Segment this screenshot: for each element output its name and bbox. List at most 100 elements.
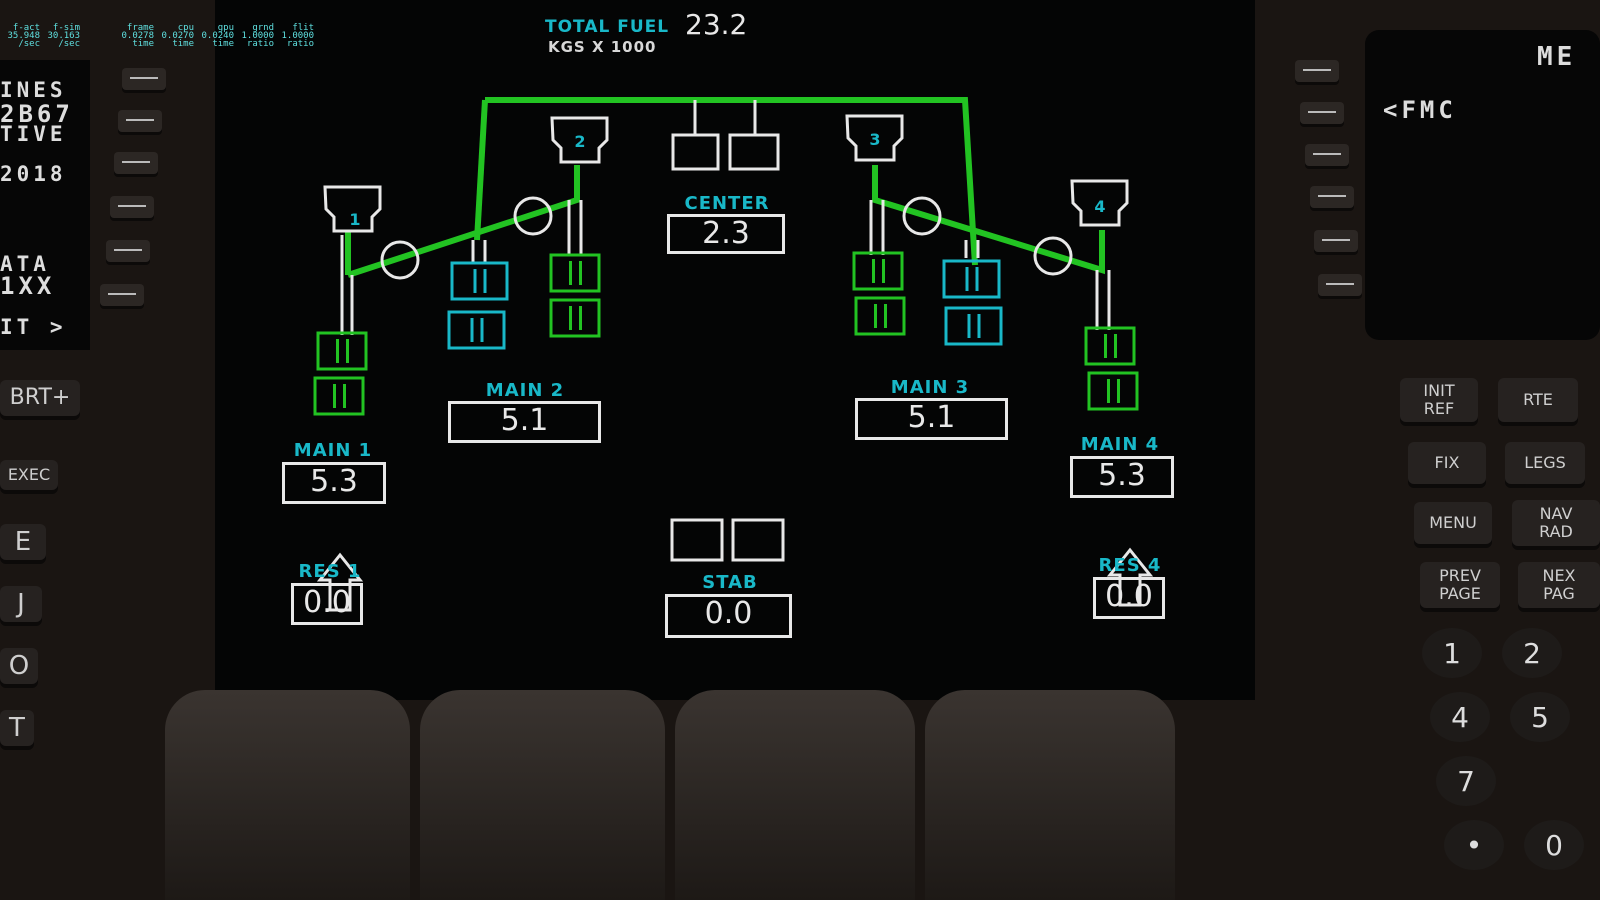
engine-3-icon [845, 114, 904, 162]
left-cdu-screen: INES 2B67 TIVE 2018 ATA 1XX IT > [0, 60, 90, 350]
stat-name: grnd [252, 23, 274, 33]
cdu-line: 2018 [0, 162, 67, 186]
stab-label: STAB [702, 572, 758, 593]
line-select-key[interactable] [106, 240, 150, 262]
fuel-pump-bar [874, 304, 877, 328]
key-dot[interactable]: • [1444, 820, 1504, 870]
fuel-pump-bar [1107, 379, 1110, 403]
fuel-pump-bar [882, 259, 885, 283]
stat-name: frame [126, 23, 154, 33]
menu-key[interactable]: MENU [1414, 502, 1492, 544]
exec-key[interactable]: EXEC [0, 460, 58, 490]
fuel-units: KGS X 1000 [548, 38, 657, 56]
throttle-lever-4[interactable] [925, 690, 1175, 900]
stat-unit: time [172, 39, 194, 49]
res1-label: RES 1 [298, 561, 362, 582]
key-2[interactable]: 2 [1502, 628, 1562, 678]
fuel-pump-bar [579, 261, 582, 285]
res1-transfer-arrow [316, 552, 364, 612]
init-ref-key[interactable]: INIT REF [1400, 378, 1478, 422]
stab-pump [670, 518, 724, 562]
fuel-pump [316, 331, 368, 371]
line-select-key[interactable] [1305, 144, 1349, 166]
fuel-pump-bar [1104, 334, 1107, 358]
key-4[interactable]: 4 [1430, 692, 1490, 742]
stat-name: gpu [217, 23, 234, 33]
key-o[interactable]: O [0, 648, 38, 684]
line-select-key[interactable] [1310, 186, 1354, 208]
fuel-pump [852, 251, 904, 291]
fuel-pump-bar [336, 339, 339, 363]
throttle-lever-2[interactable] [420, 690, 665, 900]
main4-quantity: 5.3 [1070, 456, 1174, 498]
total-fuel-value: 23.2 [685, 8, 748, 41]
throttle-lever-1[interactable] [165, 690, 410, 900]
key-0[interactable]: 0 [1524, 820, 1584, 870]
fuel-pump-bar [473, 269, 477, 293]
key-t[interactable]: T [0, 710, 34, 746]
engine-1-label: 1 [349, 210, 361, 229]
fuel-synoptic-display: 1 2 3 4 TOTAL FUEL 23.2 KGS X 1000 CENTE… [215, 0, 1255, 700]
fuel-pump-bar [483, 269, 487, 293]
rte-key[interactable]: RTE [1498, 378, 1578, 422]
fix-key[interactable]: FIX [1408, 442, 1486, 484]
stab-pump [731, 518, 785, 562]
fuel-pump-bar [480, 318, 484, 342]
next-page-key[interactable]: NEX PAG [1518, 562, 1600, 608]
stat-name: cpu [177, 23, 194, 33]
brt-key[interactable]: BRT+ [0, 380, 80, 416]
line-select-key[interactable] [122, 68, 166, 90]
line-select-key[interactable] [1295, 60, 1339, 82]
line-select-key[interactable] [1300, 102, 1344, 124]
legs-key[interactable]: LEGS [1505, 442, 1585, 484]
stat-name: flit [292, 23, 314, 33]
stat-unit: ratio [246, 39, 274, 49]
line-select-key[interactable] [100, 284, 144, 306]
engine-2-icon [550, 116, 609, 164]
right-cdu-screen: ME <FMC [1365, 30, 1600, 340]
stat-value: 1.0000 [281, 31, 314, 41]
prev-page-key[interactable]: PREV PAGE [1420, 562, 1500, 608]
key-5[interactable]: 5 [1510, 692, 1570, 742]
line-select-key[interactable] [1314, 230, 1358, 252]
nav-rad-key[interactable]: NAV RAD [1512, 500, 1600, 546]
key-1[interactable]: 1 [1422, 628, 1482, 678]
stat-value: 1.0000 [241, 31, 274, 41]
total-fuel-label: TOTAL FUEL [545, 17, 670, 37]
engine-3-4-feed [872, 165, 1105, 275]
key-j[interactable]: J [0, 586, 42, 622]
center-pump [671, 133, 720, 171]
fuel-pump [854, 296, 906, 336]
fuel-pump [549, 253, 601, 293]
fuel-pump-bar [1114, 334, 1117, 358]
fuel-pump [1084, 326, 1136, 366]
line-select-key[interactable] [110, 196, 154, 218]
main2-label: MAIN 2 [485, 380, 565, 401]
stat-unit: /sec [18, 39, 40, 49]
key-e[interactable]: E [0, 524, 46, 560]
throttle-lever-3[interactable] [675, 690, 915, 900]
fmc-prompt[interactable]: <FMC [1383, 96, 1457, 124]
cdu-line: IT > [0, 315, 67, 339]
res4-transfer-arrow [1106, 547, 1154, 607]
line-select-key[interactable] [118, 110, 162, 132]
center-quantity: 2.3 [667, 214, 785, 254]
center-pump [728, 133, 780, 171]
cdu-line: ATA [0, 252, 50, 276]
fuel-pump-bar [333, 384, 336, 408]
line-select-key[interactable] [1318, 274, 1362, 296]
line-select-key[interactable] [114, 152, 158, 174]
stat-value: 30.163 [47, 31, 80, 41]
fuel-pump [549, 298, 601, 338]
key-7[interactable]: 7 [1436, 756, 1496, 806]
crossfeed-manifold [485, 97, 978, 266]
stat-unit: time [132, 39, 154, 49]
main2-quantity: 5.1 [448, 401, 601, 443]
fuel-pump-bar [1117, 379, 1120, 403]
cdu-line: 1XX [0, 272, 56, 300]
